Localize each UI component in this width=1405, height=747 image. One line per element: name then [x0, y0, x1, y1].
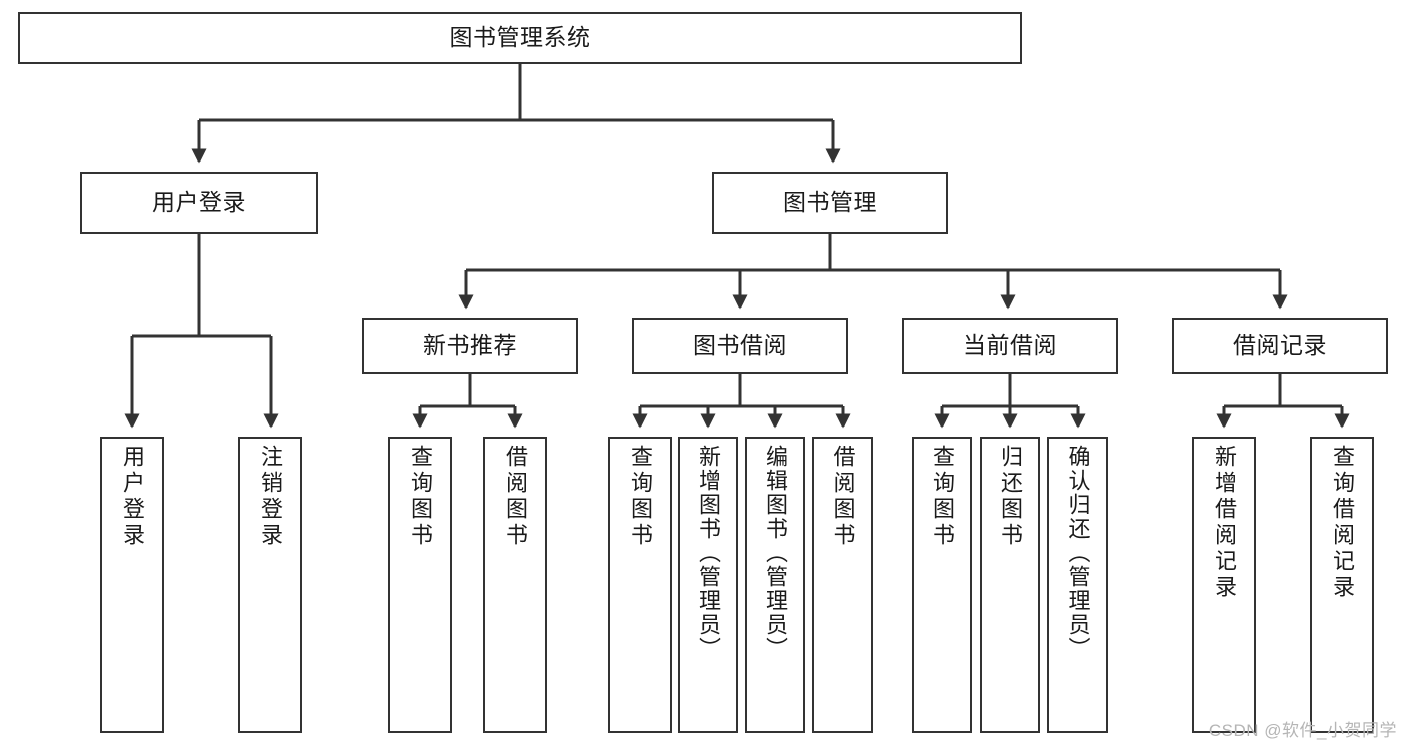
node-leaf-return-book[interactable]: 归还图书	[980, 437, 1040, 733]
node-leaf-edit-book[interactable]: 编辑图书（管理员）	[745, 437, 805, 733]
node-leaf-query-record[interactable]: 查询借阅记录	[1310, 437, 1374, 733]
node-leaf-add-record-label: 新增借阅记录	[1211, 445, 1237, 601]
node-user-login[interactable]: 用户登录	[80, 172, 318, 234]
node-book-borrow[interactable]: 图书借阅	[632, 318, 848, 374]
node-leaf-logout[interactable]: 注销登录	[238, 437, 302, 733]
node-leaf-query-book-1-label: 查询图书	[407, 445, 433, 549]
node-leaf-query-book-1[interactable]: 查询图书	[388, 437, 452, 733]
node-leaf-confirm-return-label: 确认归还（管理员）	[1065, 445, 1091, 661]
node-leaf-confirm-return[interactable]: 确认归还（管理员）	[1047, 437, 1108, 733]
node-new-book-rec[interactable]: 新书推荐	[362, 318, 578, 374]
node-user-login-label: 用户登录	[152, 189, 246, 216]
node-leaf-add-book[interactable]: 新增图书（管理员）	[678, 437, 738, 733]
node-leaf-query-book-3[interactable]: 查询图书	[912, 437, 972, 733]
node-leaf-borrow-book-1[interactable]: 借阅图书	[483, 437, 547, 733]
node-leaf-query-book-2[interactable]: 查询图书	[608, 437, 672, 733]
node-leaf-user-login-label: 用户登录	[119, 445, 145, 549]
node-leaf-query-record-label: 查询借阅记录	[1329, 445, 1355, 601]
node-current-borrow-label: 当前借阅	[963, 332, 1057, 359]
node-leaf-borrow-book-2-label: 借阅图书	[830, 445, 856, 549]
node-book-manage[interactable]: 图书管理	[712, 172, 948, 234]
node-borrow-record[interactable]: 借阅记录	[1172, 318, 1388, 374]
node-book-borrow-label: 图书借阅	[693, 332, 787, 359]
node-leaf-logout-label: 注销登录	[257, 445, 283, 549]
node-book-manage-label: 图书管理	[783, 189, 877, 216]
node-leaf-borrow-book-2[interactable]: 借阅图书	[812, 437, 873, 733]
node-leaf-edit-book-label: 编辑图书（管理员）	[762, 445, 788, 661]
node-borrow-record-label: 借阅记录	[1233, 332, 1327, 359]
node-new-book-rec-label: 新书推荐	[423, 332, 517, 359]
node-current-borrow[interactable]: 当前借阅	[902, 318, 1118, 374]
node-leaf-return-book-label: 归还图书	[997, 445, 1023, 549]
node-leaf-user-login[interactable]: 用户登录	[100, 437, 164, 733]
node-root[interactable]: 图书管理系统	[18, 12, 1022, 64]
node-root-label: 图书管理系统	[449, 24, 591, 51]
node-leaf-query-book-3-label: 查询图书	[929, 445, 955, 549]
node-leaf-add-book-label: 新增图书（管理员）	[695, 445, 721, 661]
node-leaf-add-record[interactable]: 新增借阅记录	[1192, 437, 1256, 733]
node-leaf-query-book-2-label: 查询图书	[627, 445, 653, 549]
watermark: CSDN @软件_小贺同学	[1208, 721, 1397, 740]
node-leaf-borrow-book-1-label: 借阅图书	[502, 445, 528, 549]
